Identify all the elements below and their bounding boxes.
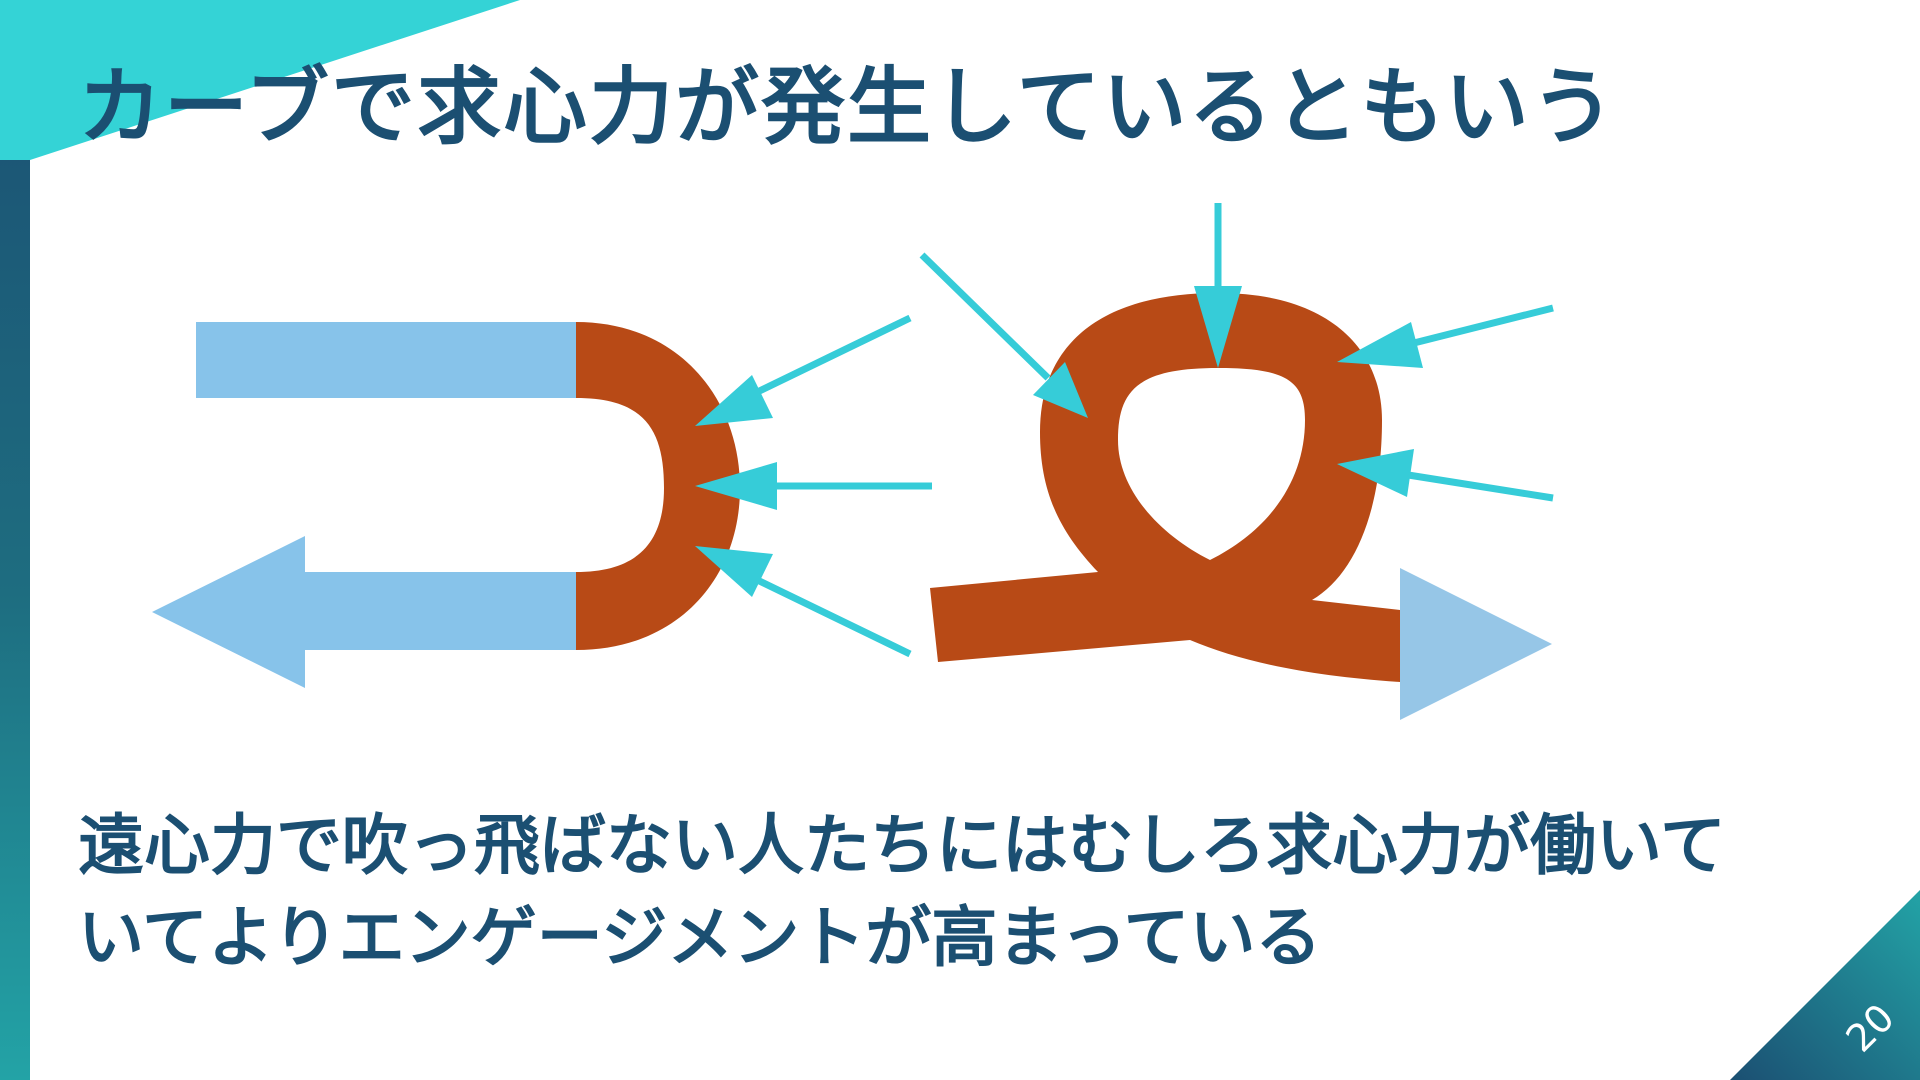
u-turn-figure bbox=[152, 314, 932, 688]
loop-curve bbox=[930, 293, 1400, 682]
u-turn-force-arrows bbox=[695, 314, 932, 658]
left-accent-bar bbox=[0, 0, 30, 1080]
u-turn-outgoing-arrow bbox=[152, 536, 576, 688]
caption-line-1: 遠心力で吹っ飛ばない人たちにはむしろ求心力が働いて bbox=[78, 807, 1727, 884]
slide-caption: 遠心力で吹っ飛ばない人たちにはむしろ求心力が働いて いてよりエンゲージメントが高… bbox=[78, 800, 1858, 984]
caption-line-2: いてよりエンゲージメントが高まっている bbox=[78, 899, 1322, 976]
slide-title: カーブで求心力が発生しているともいう bbox=[78, 58, 1617, 156]
loop-force-arrows bbox=[919, 203, 1554, 502]
loop-figure bbox=[919, 203, 1554, 720]
page-corner-triangle bbox=[1730, 890, 1920, 1080]
title-accent-band bbox=[0, 0, 520, 160]
u-turn-curve bbox=[576, 322, 740, 650]
loop-outgoing-arrow bbox=[1400, 568, 1552, 720]
u-turn-incoming-path bbox=[196, 322, 576, 398]
